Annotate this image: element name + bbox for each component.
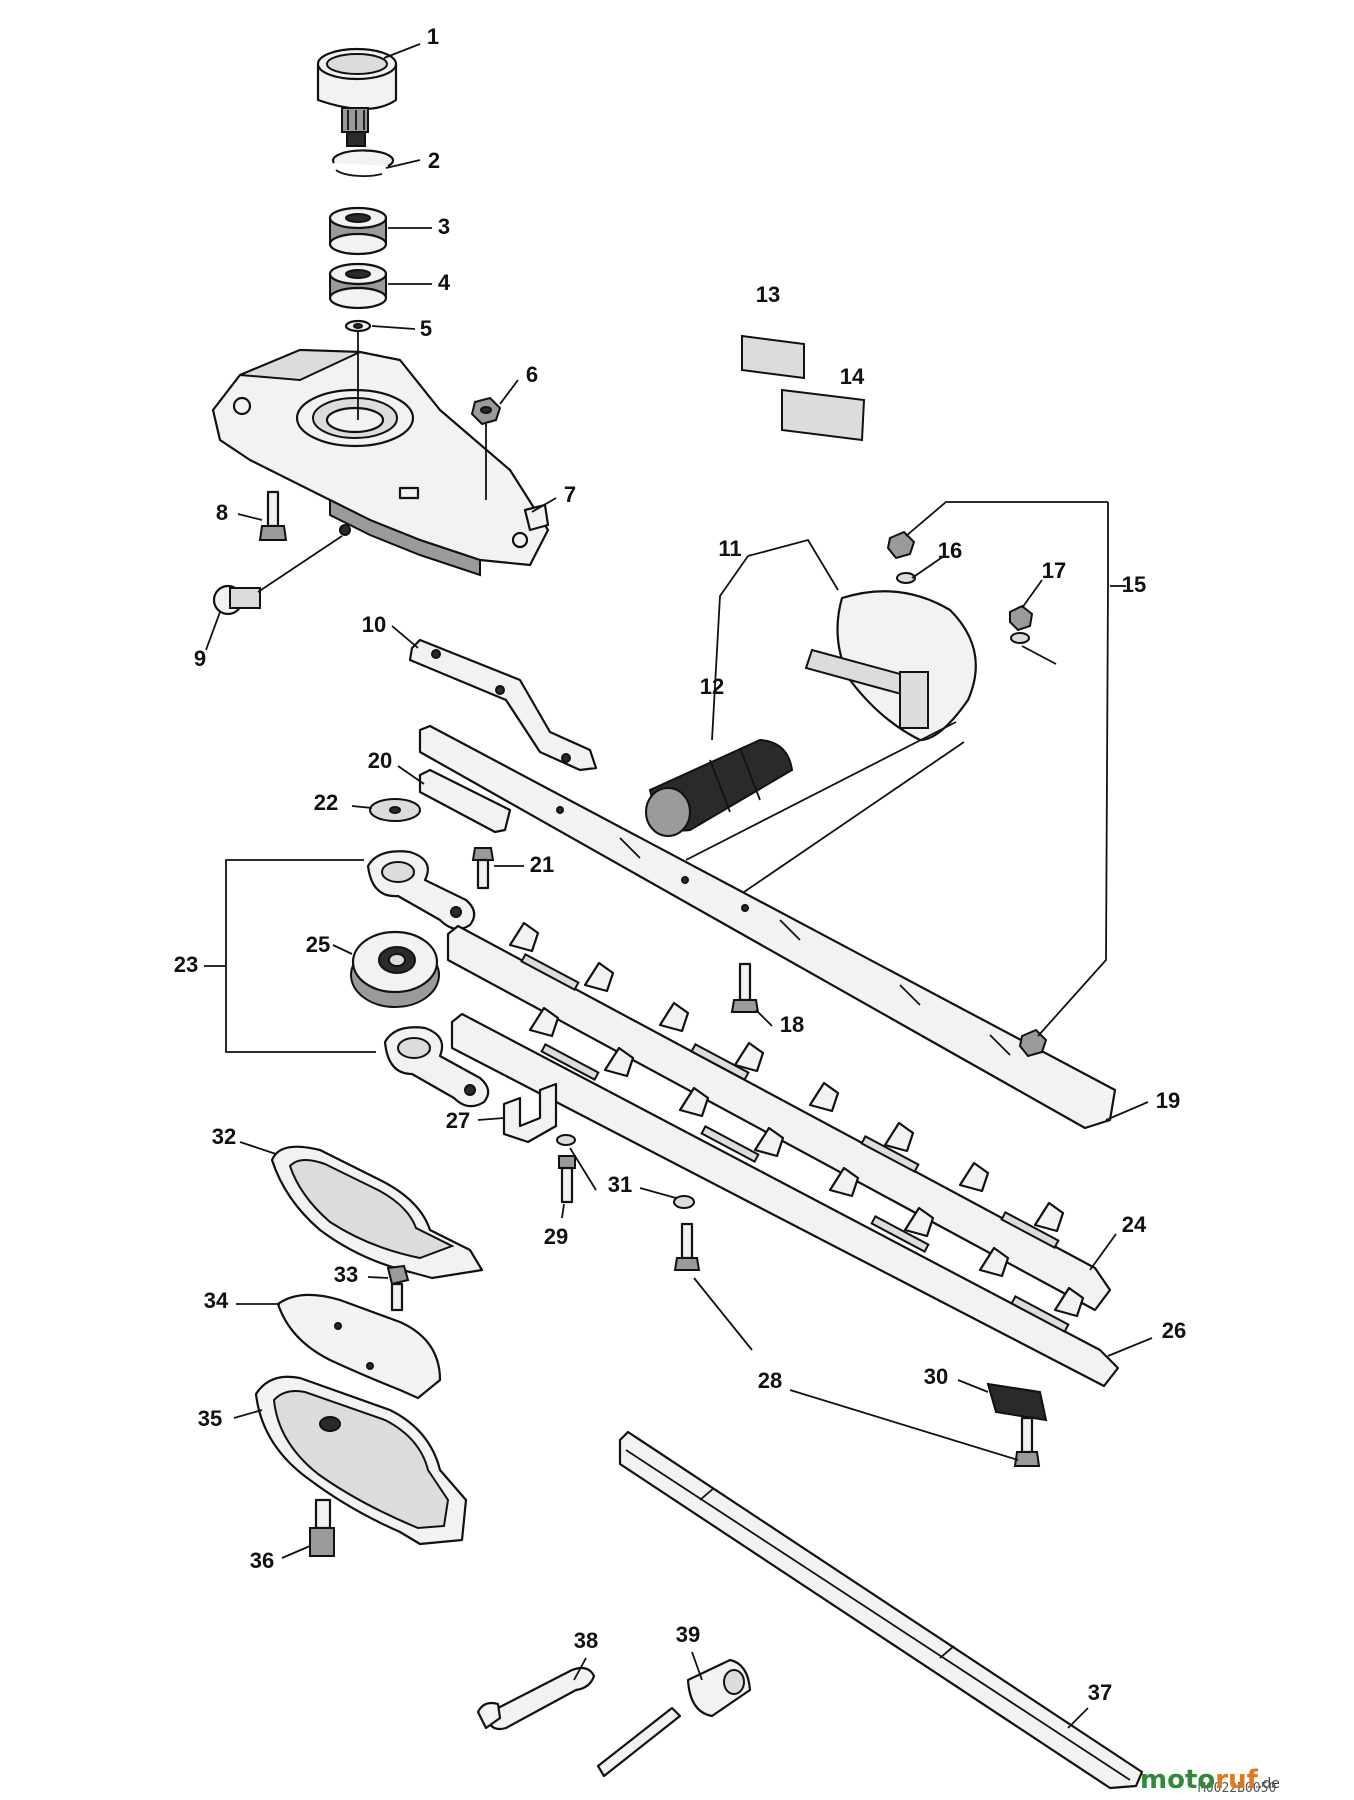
callout-12: 12 [700,674,724,699]
part-36-cap-screw [309,1498,335,1557]
part-7-gear-case [211,348,550,577]
part-34-cover-plate [276,1293,442,1400]
part-20-plate [418,768,512,834]
callout-31: 31 [608,1172,632,1197]
callout-26: 26 [1162,1318,1186,1343]
callout-27: 27 [446,1108,470,1133]
callout-13: 13 [756,282,780,307]
watermark-logo: motoruf.de [1140,1765,1280,1795]
part-32-gasket [270,1145,484,1280]
callout-35: 35 [198,1406,222,1431]
part-27-clip [502,1082,558,1144]
svg-text:motoruf.de: motoruf.de [1140,1765,1280,1795]
drawing-code: M0022B0050 [1198,1781,1276,1796]
callout-25: 25 [306,932,330,957]
part-23-connecting-rod-lower [383,1026,490,1108]
part-6-nut [470,396,502,426]
part-8-bolt [258,490,288,541]
watermark-suffix: .de [1258,1776,1280,1792]
part-25-cam-gear [350,930,440,1008]
callout-9: 9 [194,646,206,671]
callout-5: 5 [420,316,432,341]
part-39-box-wrench [596,1658,752,1778]
part-15-nut-top [886,530,916,560]
callout-29: 29 [544,1224,568,1249]
part-28-screw-b [1013,1416,1041,1467]
callout-8: 8 [216,500,228,525]
part-9-cap-screw [212,584,261,616]
part-10-bracket [408,638,598,772]
part-21-screw [471,847,495,890]
part-13-label [741,334,805,380]
callout-21: 21 [530,852,554,877]
part-24-upper-blade [446,921,1112,1312]
part-35-gear-cover [254,1375,468,1546]
callout-18: 18 [780,1012,804,1037]
callout-24: 24 [1122,1212,1147,1237]
callout-34: 34 [204,1288,229,1313]
callout-38: 38 [574,1628,598,1653]
callout-10: 10 [362,612,386,637]
callout-39: 39 [676,1622,700,1647]
callout-labels: 1 2 3 4 5 6 7 8 9 10 11 12 13 14 15 16 1… [174,24,1186,1705]
part-14-label [781,388,866,442]
callout-7: 7 [564,482,576,507]
part-37-blade-cover [618,1430,1144,1790]
part-2-snap-ring [331,149,395,177]
part-26-lower-blade [450,1006,1120,1388]
leader-lines [204,43,1153,1729]
callout-14: 14 [840,364,865,389]
callout-36: 36 [250,1548,274,1573]
part-19-support-bar [418,724,1117,1130]
callout-19: 19 [1156,1088,1180,1113]
callout-32: 32 [212,1124,236,1149]
callout-20: 20 [368,748,392,773]
part-22-washer [369,798,421,822]
callout-4: 4 [438,270,451,295]
callout-6: 6 [526,362,538,387]
part-30-spacer [986,1382,1048,1422]
callout-30: 30 [924,1364,948,1389]
callout-1: 1 [427,24,439,49]
callout-37: 37 [1088,1680,1112,1705]
part-29-screw [556,1134,576,1204]
part-31-washer [673,1195,695,1209]
callout-15: 15 [1122,572,1146,597]
watermark-part1: moto [1140,1765,1215,1795]
callout-22: 22 [314,790,338,815]
part-1-pulley-cup [316,47,398,147]
part-16-washer [896,572,916,584]
callout-2: 2 [428,148,440,173]
part-3-bearing [328,206,388,256]
callout-33: 33 [334,1262,358,1287]
callout-28: 28 [758,1368,782,1393]
part-15-nut-bottom [1018,1028,1048,1058]
part-4-bearing [328,262,388,310]
part-38-wrench [476,1666,596,1731]
part-33-screw [386,1264,410,1312]
part-5-washer [344,319,372,333]
part-11-handle-plate [804,590,977,742]
callout-16: 16 [938,538,962,563]
callout-23: 23 [174,952,198,977]
callout-3: 3 [438,214,450,239]
callout-17: 17 [1042,558,1066,583]
part-12-grip [645,738,794,837]
part-17-nut [1009,604,1034,644]
part-18-screw [730,962,760,1013]
part-23-connecting-rod-upper [366,850,476,931]
watermark-part2: ruf [1215,1765,1258,1795]
callout-11: 11 [718,536,741,561]
part-28-screw-a [673,1222,701,1271]
